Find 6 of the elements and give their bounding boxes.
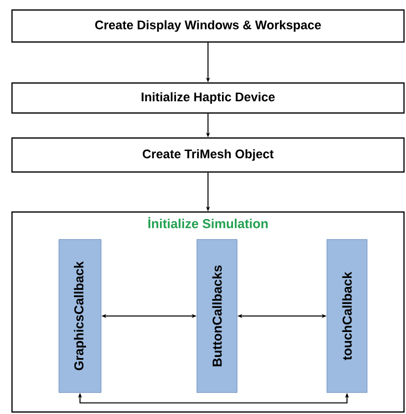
callback-bar: GraphicsCallback xyxy=(58,239,102,393)
callback-bar: ButtonCallbacks xyxy=(196,239,238,393)
process-box: Initialize Haptic Device xyxy=(11,82,405,114)
process-box: Create TriMesh Object xyxy=(11,137,405,173)
callback-bar: touchCallback xyxy=(326,239,368,393)
process-box: Create Display Windows & Workspace xyxy=(11,9,405,43)
